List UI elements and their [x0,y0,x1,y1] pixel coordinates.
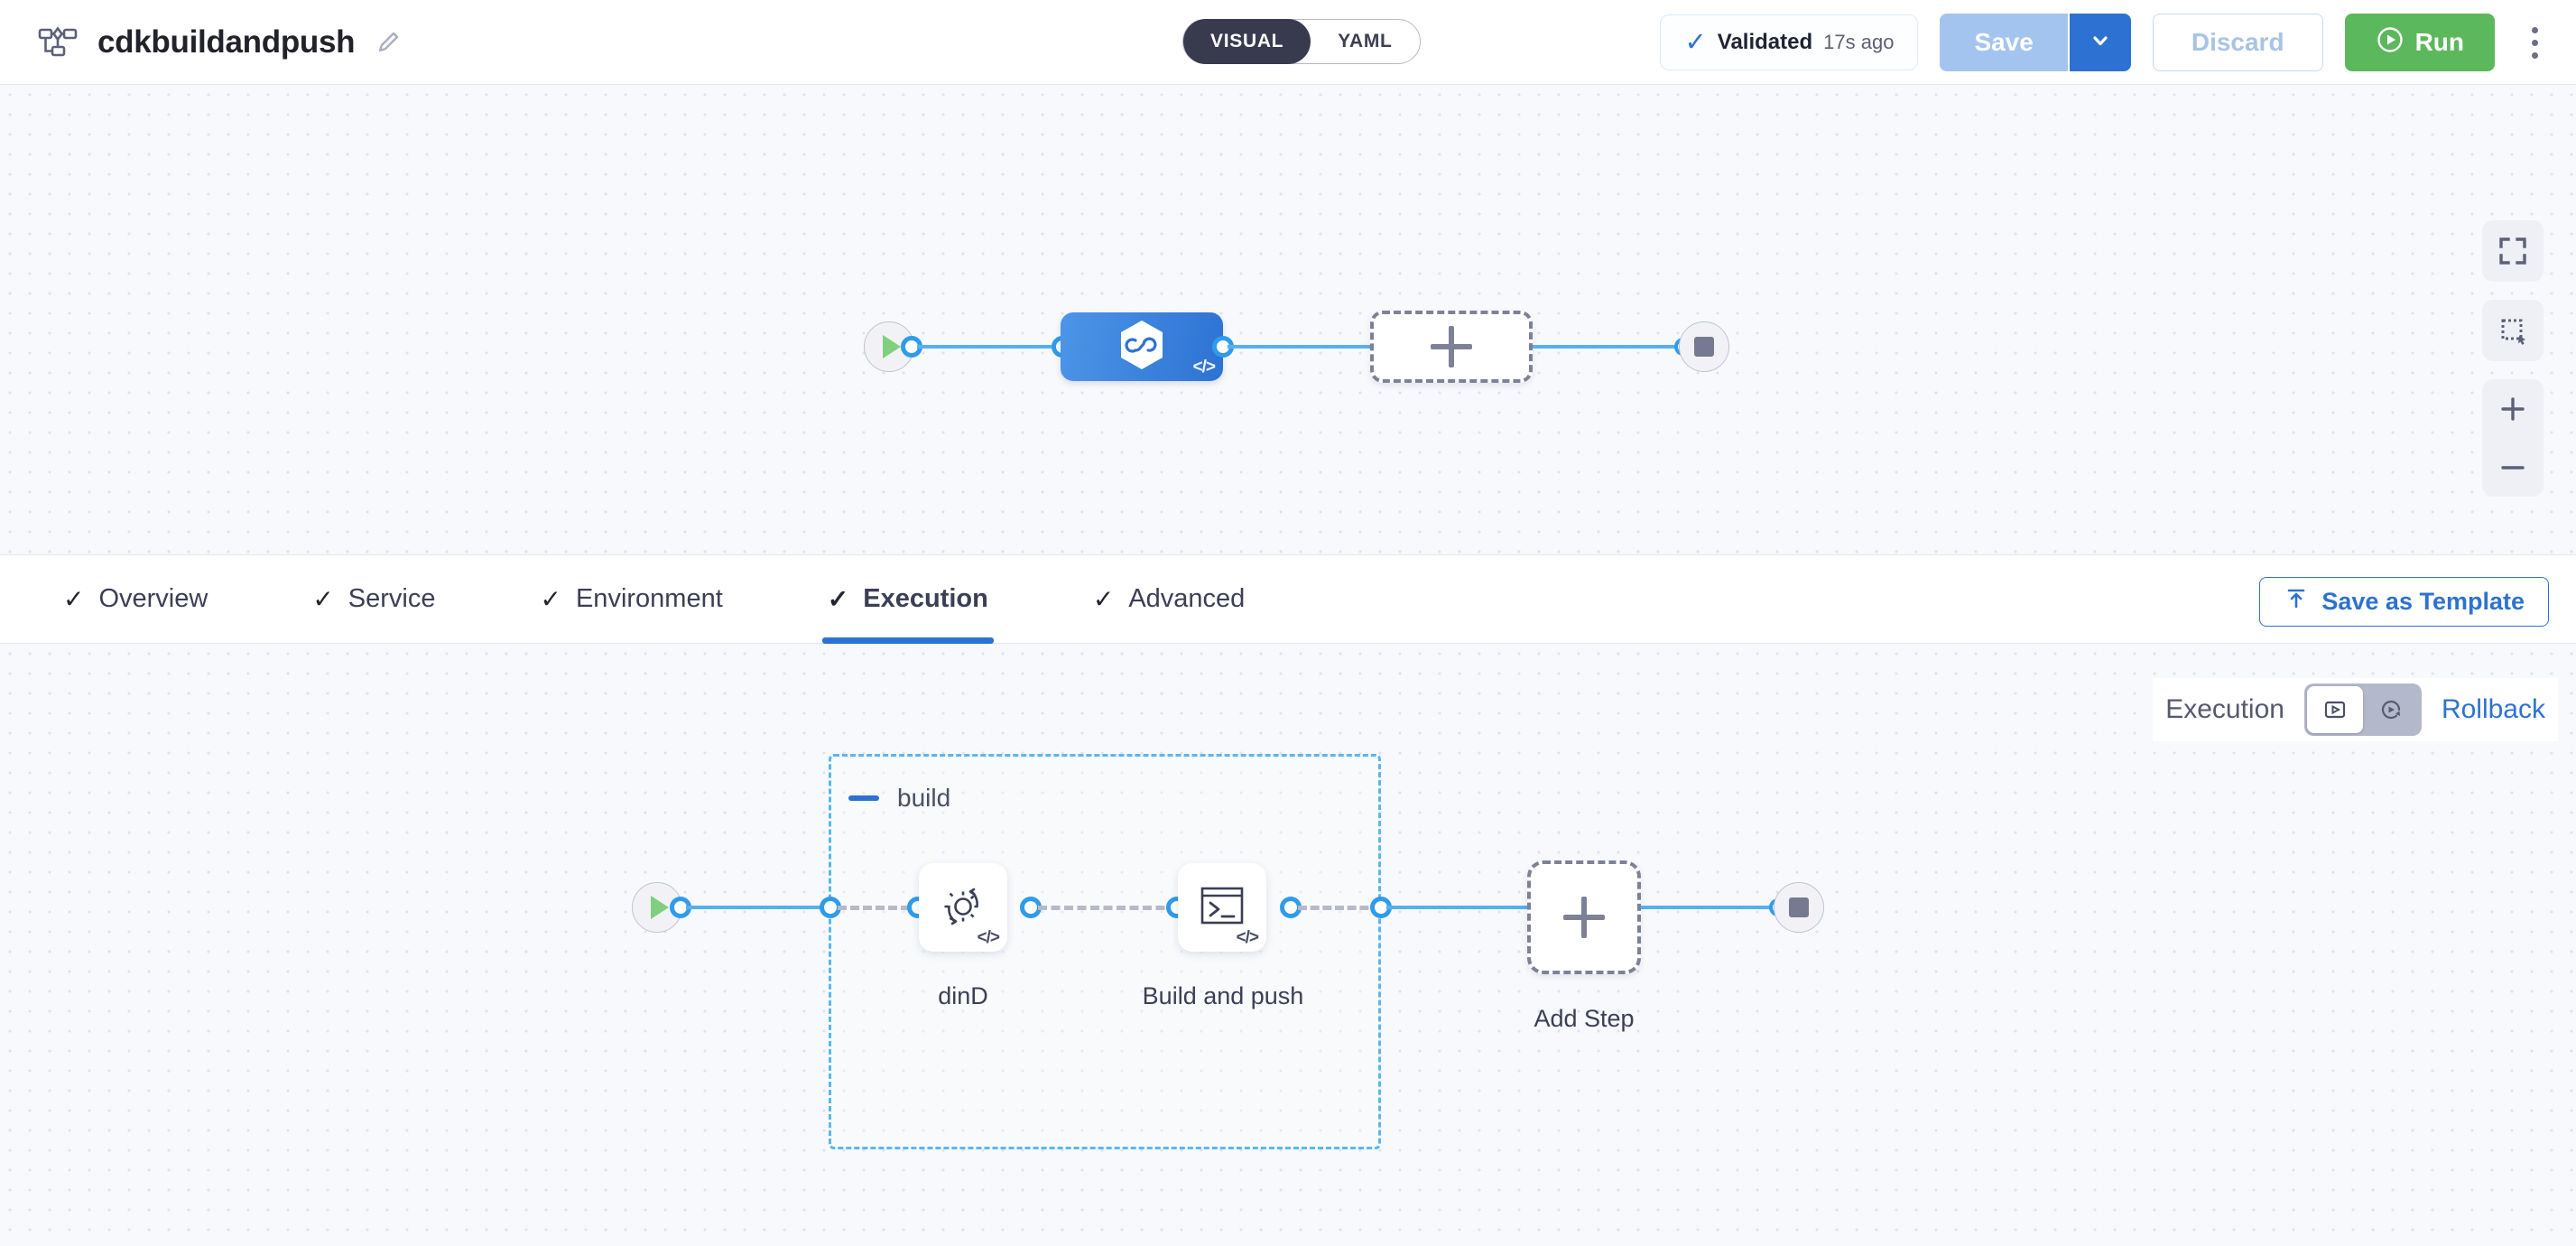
app-header: cdkbuildandpush VISUAL YAML ✓ Validated … [0,0,2576,85]
toggle-visual[interactable]: VISUAL [1183,19,1311,64]
status-badge: ✓ Validated 17s ago [1660,14,1919,70]
play-icon [650,896,669,919]
execution-end-node[interactable] [1774,882,1824,933]
validated-label: Validated [1717,30,1813,54]
link-addstage-to-end [1533,345,1686,349]
tab-service[interactable]: ✓ Service [282,554,466,644]
link-buildpush-to-groupend [1298,906,1381,910]
step-group-build[interactable] [829,754,1381,1149]
check-icon: ✓ [63,585,85,613]
stage-node-ckd[interactable]: </> [1061,312,1223,381]
tab-label: Environment [575,584,723,613]
run-button[interactable]: Run [2344,14,2495,71]
tab-execution[interactable]: ✓ Execution [797,554,1019,644]
add-step-label: Add Step [1534,1005,1635,1032]
pencil-icon[interactable] [375,29,402,56]
check-icon: ✓ [1684,27,1707,57]
stop-icon [1694,337,1714,357]
link-dind-to-buildpush [1038,906,1178,910]
check-icon: ✓ [540,585,561,613]
step-label-dind: dinD [938,982,988,1009]
execution-rollback-toggle [2303,683,2422,736]
tab-label: Execution [863,584,988,613]
pipeline-tab-bar: ✓ Overview ✓ Service ✓ Environment ✓ Exe… [0,554,2576,644]
link-stage-to-addstage [1228,345,1376,349]
terminal-icon [1197,883,1247,933]
harness-hexagon-icon [1117,319,1166,376]
execution-label: Execution [2165,694,2284,724]
gear-sync-icon [937,879,989,936]
step-label-build-and-push: Build and push [1142,982,1304,1009]
rollback-link[interactable]: Rollback [2441,694,2545,724]
tab-label: Advanced [1128,584,1246,613]
stage-canvas[interactable]: </> ckd Add Stage [0,85,2576,602]
chevron-down-icon [2089,29,2112,57]
link-start-to-stage [917,345,1066,349]
pipeline-start-node[interactable] [864,321,914,372]
pipeline-flow-icon [38,24,78,60]
zoom-controls [2482,379,2544,497]
execution-play-box-icon[interactable] [2306,686,2363,733]
link-group-to-addstep [1386,906,1531,909]
check-icon: ✓ [312,585,334,613]
discard-button[interactable]: Discard [2152,14,2323,71]
fit-to-screen-icon[interactable] [2482,220,2544,282]
link-group-to-dind [838,906,910,910]
save-as-template-button[interactable]: Save as Template [2259,577,2549,627]
add-stage-button[interactable] [1370,311,1533,383]
toggle-yaml[interactable]: YAML [1338,31,1393,51]
code-badge: </> [977,928,1001,947]
group-header-build: build [848,784,950,813]
code-badge: </> [1192,358,1217,377]
selection-marquee-icon[interactable] [2482,300,2544,361]
canvas-controls [2482,220,2544,497]
group-label: build [897,784,951,812]
upload-template-icon [2284,586,2309,618]
save-as-template-label: Save as Template [2321,588,2525,615]
add-step-button[interactable] [1527,860,1641,974]
tab-label: Overview [98,584,208,613]
play-circle-icon [2376,25,2405,60]
stop-icon [1789,897,1809,917]
save-button-group: Save [1940,14,2131,71]
header-left-group: cdkbuildandpush [0,24,402,60]
page-title: cdkbuildandpush [97,23,356,60]
kebab-menu-icon[interactable] [2516,14,2553,71]
tab-overview[interactable]: ✓ Overview [32,554,238,644]
pipeline-end-node[interactable] [1679,321,1729,372]
execution-canvas[interactable]: Execution Rollback build [0,644,2576,1246]
link-addstep-to-end [1641,906,1781,909]
rollback-play-arrow-icon[interactable] [2363,686,2419,733]
check-icon: ✓ [827,585,849,613]
minus-icon[interactable] [848,795,879,801]
save-button[interactable]: Save [1940,14,2068,71]
play-icon [882,335,901,358]
link-start-to-group [686,906,830,909]
tab-environment[interactable]: ✓ Environment [510,554,754,644]
run-label: Run [2414,28,2464,56]
code-badge: </> [1236,928,1260,947]
zoom-out-icon[interactable] [2482,438,2544,497]
validated-time: 17s ago [1823,31,1895,53]
check-icon: ✓ [1092,585,1115,613]
header-actions: ✓ Validated 17s ago Save Discard [1660,0,2553,85]
view-mode-toggle: VISUAL YAML [1182,19,1421,64]
save-dropdown-button[interactable] [2067,14,2131,71]
execution-mode-row: Execution Rollback [2153,678,2558,741]
tab-advanced[interactable]: ✓ Advanced [1062,554,1275,644]
tab-label: Service [347,584,436,613]
step-node-dind[interactable]: </> [919,863,1007,952]
zoom-in-icon[interactable] [2482,379,2544,438]
step-node-build-and-push[interactable]: </> [1178,863,1266,952]
